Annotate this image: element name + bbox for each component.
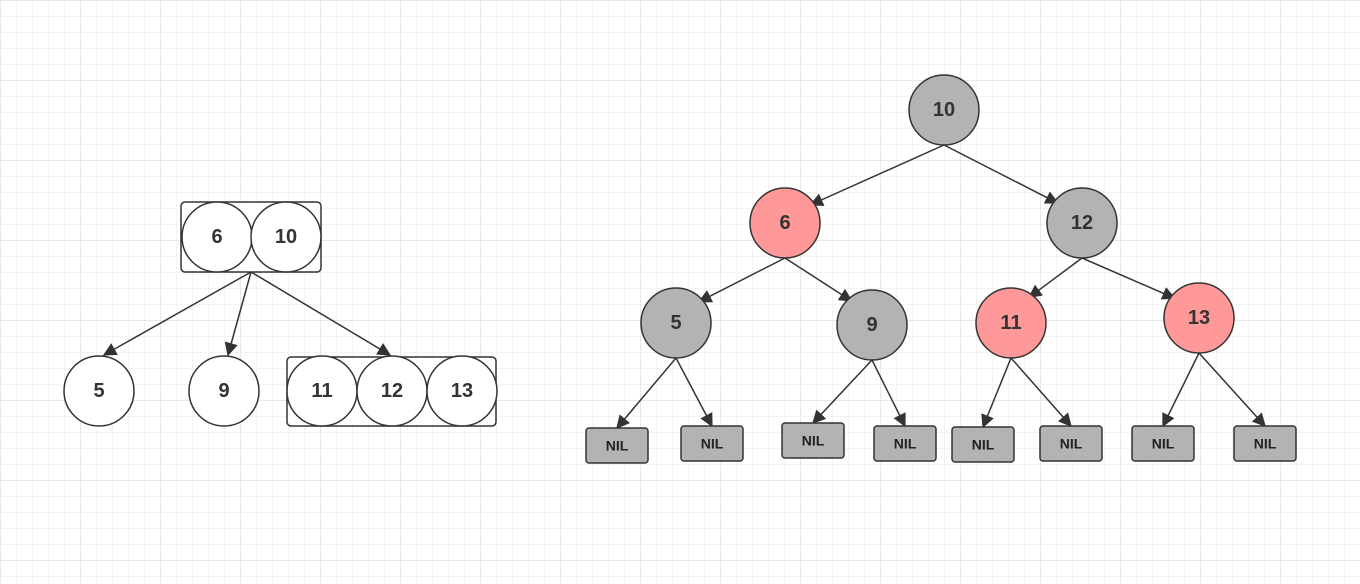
rbtree-node-10-label: 10 [933,99,955,121]
rbtree-node-5-circle [640,287,712,359]
btree-child-key-9: 9 [188,355,260,427]
rbtree-edge-n6-n5 [698,257,786,303]
nil-leaf-label: NIL [1060,436,1083,452]
rbtree-node-9-circle [836,289,908,361]
rbtree-node-6: 6 [749,187,821,259]
btree-edge-to-5 [102,271,252,356]
nil-leaf: NIL [585,427,649,464]
nil-leaf-box [1233,425,1297,462]
btree-child-key-13-circle [426,355,498,427]
nil-leaf-label: NIL [802,433,825,449]
rbtree-edge-n12-n13 [1081,257,1176,300]
rbtree-edge-n5-nil1 [616,357,677,430]
rbtree-node-13-label: 13 [1188,307,1210,329]
rbtree-node-9-label: 9 [866,314,877,336]
rbtree-node-5-label: 5 [670,312,681,334]
rbtree-edge-n9-nil4 [871,359,906,428]
rbtree-node-11-circle [975,287,1047,359]
rbtree-node-12: 12 [1046,187,1118,259]
btree-child-key-13-label: 13 [451,380,473,402]
edges-layer [102,144,1266,430]
btree-root-key-10-label: 10 [275,226,297,248]
btree-child-key-9-circle [188,355,260,427]
nil-leaf-box [873,425,937,462]
rbtree-edge-n12-n11 [1028,257,1083,299]
btree-child-key-5: 5 [63,355,135,427]
rbtree-edge-n10-n12 [943,144,1059,204]
nil-leaf-label: NIL [894,436,917,452]
rbtree-node-11-label: 11 [1000,312,1021,334]
rbtree-node-9: 9 [836,289,908,361]
rbtree-edge-n10-n6 [809,144,945,206]
btree-root-key-6-label: 6 [211,226,222,248]
rbtree-node-11: 11 [975,287,1047,359]
rbtree-node-10-circle [908,74,980,146]
rbtree-node-13: 13 [1163,282,1235,354]
rbtree-node-12-label: 12 [1071,212,1093,234]
nil-leaf-box [1131,425,1195,462]
nil-leaf-box [781,422,845,459]
nil-leaf-label: NIL [1254,436,1277,452]
rbtree-node-12-circle [1046,187,1118,259]
nil-leaf: NIL [1131,425,1195,462]
btree-child-key-5-circle [63,355,135,427]
nil-leaf-label: NIL [606,438,629,454]
btree-root-key-10: 10 [250,201,322,273]
nil-leaf-box [1039,425,1103,462]
rbtree-edge-n13-nil7 [1162,352,1200,428]
nil-leaf: NIL [680,425,744,462]
btree-edge-to-11-12-13 [250,271,392,356]
btree-child-key-11-label: 11 [311,380,332,402]
rbtree-node-10: 10 [908,74,980,146]
rbtree-node-13-circle [1163,282,1235,354]
rbtree-edge-n11-nil5 [981,357,1012,429]
rbtree-node-5: 5 [640,287,712,359]
btree-child-key-11: 11 [286,355,358,427]
nil-leaf: NIL [781,422,845,459]
rbtree-edge-n9-nil3 [812,359,873,424]
btree-root-key-10-circle [250,201,322,273]
nil-leaf-label: NIL [1152,436,1175,452]
btree-child-key-12: 12 [356,355,428,427]
nil-leaf: NIL [1039,425,1103,462]
nil-leaf-box [951,426,1015,463]
nil-leaf: NIL [1233,425,1297,462]
nil-leaf-label: NIL [972,437,995,453]
btree-child-key-12-label: 12 [381,380,403,402]
nil-leaf: NIL [951,426,1015,463]
nil-leaf-label: NIL [701,436,724,452]
btree-child-key-5-label: 5 [93,380,104,402]
btree-edge-to-9 [224,271,252,357]
rbtree-node-6-label: 6 [779,212,790,234]
rbtree-edge-n11-nil6 [1010,357,1072,428]
rbtree-edge-n6-n9 [784,257,853,302]
btree-child-key-13: 13 [426,355,498,427]
nil-leaf-box [680,425,744,462]
btree-child-key-9-label: 9 [218,380,229,402]
rbtree-node-6-circle [749,187,821,259]
nil-leaf: NIL [873,425,937,462]
rbtree-edge-n13-nil8 [1198,352,1266,428]
btree-root-key-6: 6 [181,201,253,273]
nil-leaf-box [585,427,649,464]
rbtree-edge-n5-nil2 [675,357,713,428]
